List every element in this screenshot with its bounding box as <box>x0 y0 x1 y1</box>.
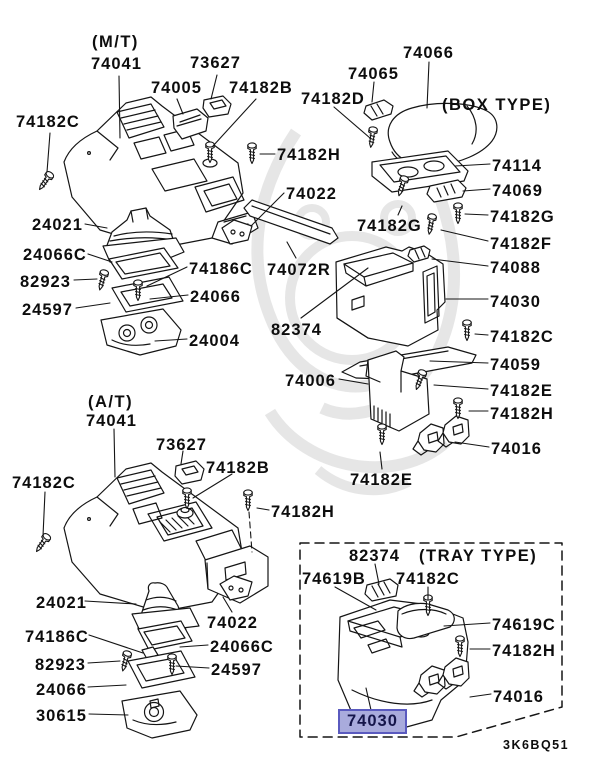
section-heading-mt: (M/T) <box>92 33 139 51</box>
part-label-74072r[interactable]: 74072R <box>267 261 331 279</box>
part-label-74069[interactable]: 74069 <box>492 182 543 200</box>
part-label-74016-box[interactable]: 74016 <box>491 440 542 458</box>
part-label-24021-mt[interactable]: 24021 <box>32 216 83 234</box>
part-label-82923-mt[interactable]: 82923 <box>20 273 71 291</box>
at-base-plate-30615 <box>121 690 198 739</box>
box-console-74030 <box>335 246 446 347</box>
part-label-74041-mt[interactable]: 74041 <box>91 55 142 73</box>
at-gasket-24066C <box>137 620 193 651</box>
at-console-drawing <box>63 462 244 613</box>
console-box-74114 <box>371 150 469 193</box>
screw-icon-74182f <box>424 212 438 236</box>
part-label-73627-mt[interactable]: 73627 <box>190 54 241 72</box>
duct-strip-74072R <box>243 199 339 245</box>
part-label-74182h-box[interactable]: 74182H <box>490 405 554 423</box>
screw-icon-74182h-box <box>453 397 463 420</box>
mt-console-drawing <box>63 96 259 249</box>
part-label-74088[interactable]: 74088 <box>490 259 541 277</box>
part-label-74182c-box[interactable]: 74182C <box>490 328 554 346</box>
part-label-74182c-mt[interactable]: 74182C <box>16 113 80 131</box>
at-bracket-74022 <box>219 575 253 601</box>
part-label-74182b-at[interactable]: 74182B <box>206 459 270 477</box>
part-label-74182h-mt[interactable]: 74182H <box>277 146 341 164</box>
part-label-74182d[interactable]: 74182D <box>301 90 365 108</box>
part-label-82374-tray[interactable]: 82374 <box>349 547 400 565</box>
leader-lines <box>42 61 492 716</box>
at-lid-73627 <box>174 460 205 485</box>
part-label-74182e-lower[interactable]: 74182E <box>350 471 413 489</box>
part-label-74186c-at[interactable]: 74186C <box>25 628 89 646</box>
part-label-74186c-mt[interactable]: 74186C <box>189 260 253 278</box>
part-label-74619c[interactable]: 74619C <box>492 616 556 634</box>
mt-lid-73627 <box>202 95 232 118</box>
mt-ashtray-74005 <box>172 108 209 140</box>
part-label-74066[interactable]: 74066 <box>403 44 454 62</box>
part-label-74182f[interactable]: 74182F <box>490 235 552 253</box>
section-heading-tray-type: (TRAY TYPE) <box>419 547 538 565</box>
part-label-82923-at[interactable]: 82923 <box>35 656 86 674</box>
screw-icon-74182h-at <box>243 489 253 512</box>
part-label-24066c-mt[interactable]: 24066C <box>23 246 87 264</box>
tray-type-dashed-border <box>299 542 563 738</box>
part-label-24004[interactable]: 24004 <box>189 332 240 350</box>
part-label-30615[interactable]: 30615 <box>36 707 87 725</box>
section-heading-at: (A/T) <box>88 393 134 411</box>
part-label-24066-mt[interactable]: 24066 <box>190 288 241 306</box>
part-label-24597-mt[interactable]: 24597 <box>22 301 73 319</box>
mt-rear-bracket-74022 <box>221 219 253 245</box>
at-plate-24066 <box>127 650 196 689</box>
watermark <box>251 128 461 496</box>
part-label-74182b-mt[interactable]: 74182B <box>229 79 293 97</box>
mt-plate-24066 <box>111 276 184 313</box>
part-label-24597-at[interactable]: 24597 <box>211 661 262 679</box>
part-label-74005[interactable]: 74005 <box>151 79 202 97</box>
screw-icon-74182c-box <box>462 319 472 342</box>
part-label-73627-at[interactable]: 73627 <box>156 436 207 454</box>
part-label-82374-mid[interactable]: 82374 <box>271 321 322 339</box>
screw-icon-82923-mt <box>95 268 110 292</box>
tray-switch-blank-82374 <box>364 578 399 602</box>
part-label-74041-at[interactable]: 74041 <box>86 412 137 430</box>
section-heading-box-type: (BOX TYPE) <box>442 96 552 114</box>
bracket-74069 <box>426 179 467 203</box>
part-label-74182g-a[interactable]: 74182G <box>357 217 422 235</box>
part-label-24066-at[interactable]: 24066 <box>36 681 87 699</box>
tray-lid-74619C <box>396 602 455 640</box>
part-label-74022-at[interactable]: 74022 <box>207 614 258 632</box>
part-label-74030-box[interactable]: 74030 <box>490 293 541 311</box>
clip-74065 <box>363 99 394 121</box>
duct-74006 <box>365 350 430 432</box>
part-label-74182c-at[interactable]: 74182C <box>12 474 76 492</box>
part-label-74182h-at[interactable]: 74182H <box>271 503 335 521</box>
part-label-74182h-tray[interactable]: 74182H <box>492 642 556 660</box>
screw-icon-74182e-lower <box>377 423 387 446</box>
part-label-74016-tray[interactable]: 74016 <box>493 688 544 706</box>
drawing-code: 3K6BQ51 <box>503 738 570 752</box>
part-label-74022-mt[interactable]: 74022 <box>286 185 337 203</box>
part-label-74182e-box[interactable]: 74182E <box>490 382 553 400</box>
at-rear-subconsole <box>204 545 269 604</box>
part-label-74059[interactable]: 74059 <box>490 356 541 374</box>
part-label-74114[interactable]: 74114 <box>492 157 542 175</box>
part-label-74065[interactable]: 74065 <box>348 65 399 83</box>
mt-gasket-24066C <box>108 247 179 280</box>
screw-icon-74182c-mt <box>35 169 56 193</box>
part-label-24066c-at[interactable]: 24066C <box>210 638 274 656</box>
part-label-74182c-tray[interactable]: 74182C <box>396 570 460 588</box>
part-label-74619b[interactable]: 74619B <box>302 570 366 588</box>
screw-icon-74182c-at <box>32 531 53 555</box>
screw-icon-74182g-b <box>453 202 463 225</box>
mt-base-plate-24004 <box>100 308 182 356</box>
part-label-24021-at[interactable]: 24021 <box>36 594 87 612</box>
part-label-74006[interactable]: 74006 <box>285 372 336 390</box>
part-label-74030-tray-highlighted[interactable]: 74030 <box>338 709 407 734</box>
clip-74088 <box>407 245 431 263</box>
screw-icon-74182h-mt <box>247 142 257 165</box>
part-label-74182g-b[interactable]: 74182G <box>490 208 555 226</box>
at-screw-grommet-top <box>180 506 190 514</box>
